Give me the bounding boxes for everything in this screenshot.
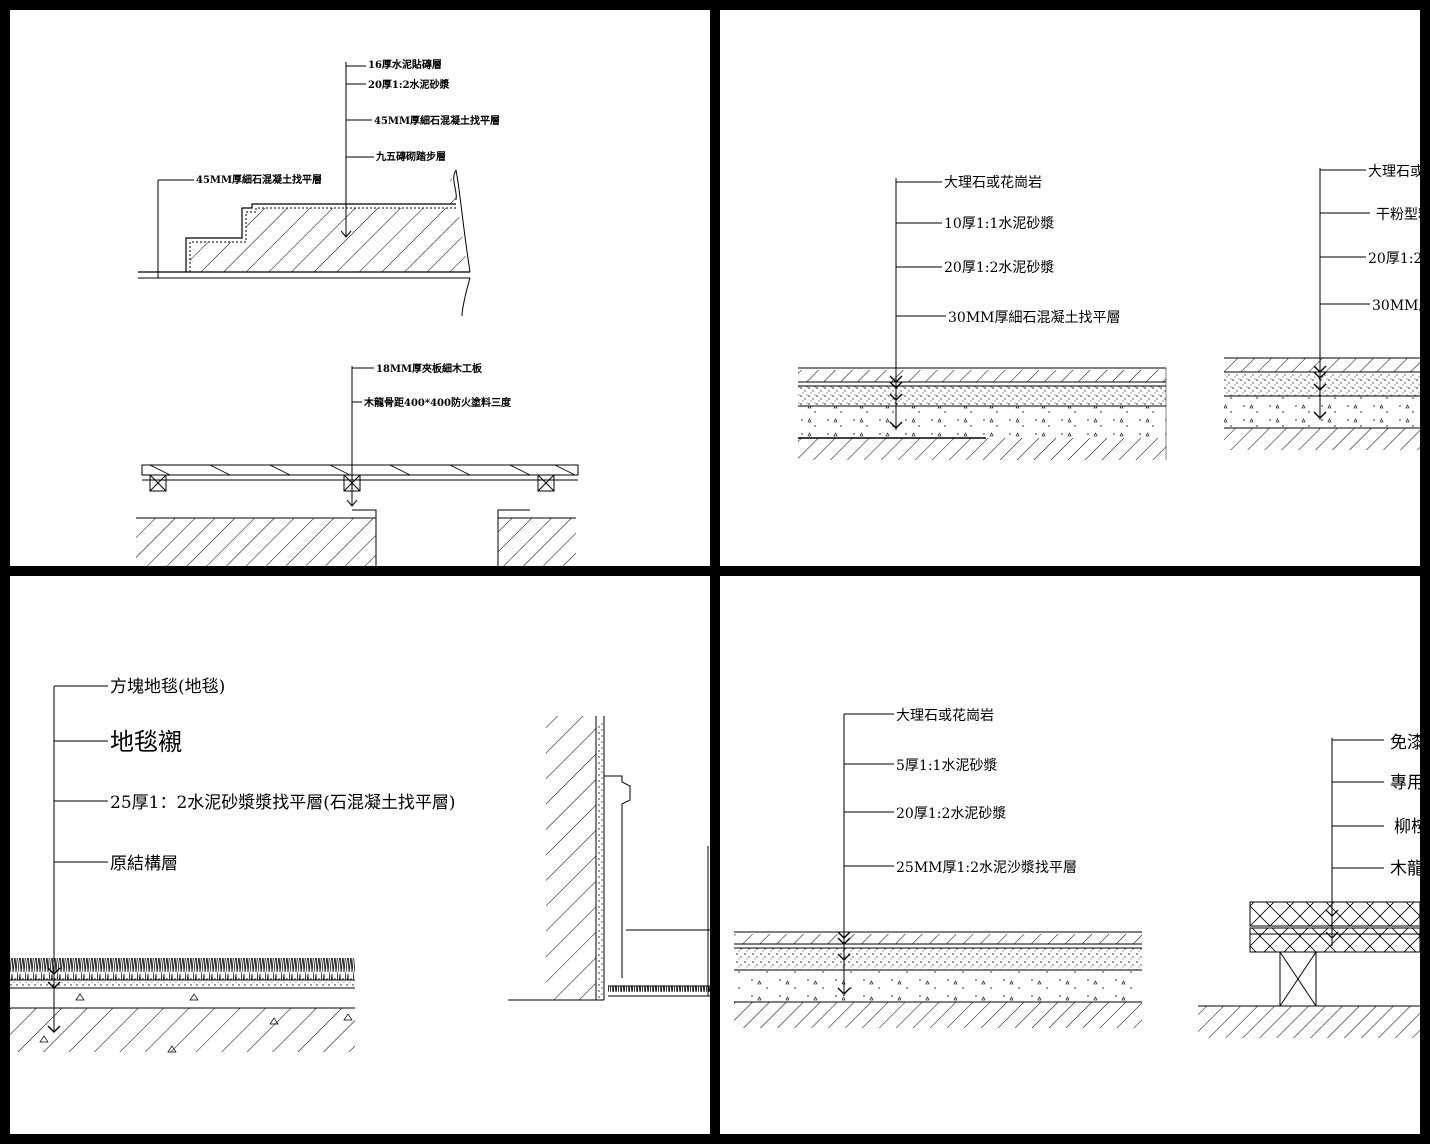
marble-label-3: 20厚1:2水泥砂漿 bbox=[944, 260, 1054, 276]
marble-wood-drawing: 大理石或花崗岩 5厚1:1水泥砂漿 20厚1:2水泥砂漿 25MM厚1:2水泥沙… bbox=[734, 708, 1420, 1038]
marble-drawing: 大理石或花崗岩 10厚1:1水泥砂漿 20厚1:2水泥砂漿 30MM厚細石混凝土… bbox=[798, 164, 1420, 460]
stair-concrete-hatch bbox=[190, 172, 468, 272]
marble-c-label-3: 20厚1:2水泥砂漿 bbox=[896, 806, 1006, 822]
carpet-label-1: 方塊地毯(地毯) bbox=[110, 677, 225, 697]
panel-carpet-detail: 方塊地毯(地毯) 地毯襯 25厚1：2水泥砂漿漿找平層(石混凝土找平層) 原結構… bbox=[10, 576, 710, 1134]
carpet-label-2: 地毯襯 bbox=[110, 728, 182, 756]
wood-b-label-3: 柳桉 bbox=[1394, 817, 1420, 837]
marble-b-label-1: 大理石或花 bbox=[1368, 164, 1420, 180]
marble-label-1: 大理石或花崗岩 bbox=[944, 175, 1042, 191]
panel-stair-wood-detail: 16厚水泥貼磚層 20厚1:2水泥砂漿 45MM厚細石混凝土找平層 九五磚砌踏步… bbox=[10, 10, 710, 566]
marble-b-label-4: 30MM厚細 bbox=[1372, 298, 1420, 314]
stair-left-label: 45MM厚細石混凝土找平層 bbox=[196, 173, 322, 186]
stair-label-3: 45MM厚細石混凝土找平層 bbox=[374, 114, 500, 127]
wall-hatch bbox=[546, 716, 596, 1000]
wood-b-label-2: 專用 bbox=[1390, 773, 1420, 793]
stair-label-4: 九五磚砌踏步層 bbox=[375, 150, 446, 163]
stair-finish-outline bbox=[185, 203, 456, 272]
carpet-label-3: 25厚1：2水泥砂漿漿找平層(石混凝土找平層) bbox=[110, 793, 456, 813]
marble-label-4: 30MM厚細石混凝土找平層 bbox=[948, 310, 1120, 326]
marble-c-label-1: 大理石或花崗岩 bbox=[896, 708, 994, 724]
marble-b-label-3: 20厚1:2水 bbox=[1368, 251, 1420, 267]
stair-label-2: 20厚1:2水泥砂漿 bbox=[368, 78, 451, 91]
carpet-drawing: 方塊地毯(地毯) 地毯襯 25厚1：2水泥砂漿漿找平層(石混凝土找平層) 原結構… bbox=[10, 677, 710, 1053]
carpet-pile bbox=[10, 958, 355, 980]
wood-label-1: 18MM厚夾板細木工板 bbox=[376, 362, 483, 375]
marble-b-label-2: 干粉型粘 bbox=[1376, 207, 1420, 223]
carpet-label-4: 原結構層 bbox=[110, 854, 178, 874]
marble-c-label-4: 25MM厚1:2水泥沙漿找平層 bbox=[896, 860, 1077, 876]
stair-label-1: 16厚水泥貼磚層 bbox=[368, 58, 442, 71]
marble-label-2: 10厚1:1水泥砂漿 bbox=[944, 216, 1054, 232]
panel-marble-wood-detail: 大理石或花崗岩 5厚1:1水泥砂漿 20厚1:2水泥砂漿 25MM厚1:2水泥沙… bbox=[720, 576, 1420, 1134]
marble-c-label-2: 5厚1:1水泥砂漿 bbox=[896, 758, 997, 774]
wood-b-label-1: 免漆 bbox=[1390, 733, 1420, 753]
wood-b-label-4: 木龍 bbox=[1390, 859, 1420, 879]
wood-b-board bbox=[1249, 901, 1420, 927]
stair-wood-drawing: 16厚水泥貼磚層 20厚1:2水泥砂漿 45MM厚細石混凝土找平層 九五磚砌踏步… bbox=[136, 58, 579, 566]
wood-label-2: 木龍骨距400*400防火塗料三度 bbox=[363, 396, 512, 409]
panel-marble-floor-detail: 大理石或花崗岩 10厚1:1水泥砂漿 20厚1:2水泥砂漿 30MM厚細石混凝土… bbox=[720, 10, 1420, 566]
